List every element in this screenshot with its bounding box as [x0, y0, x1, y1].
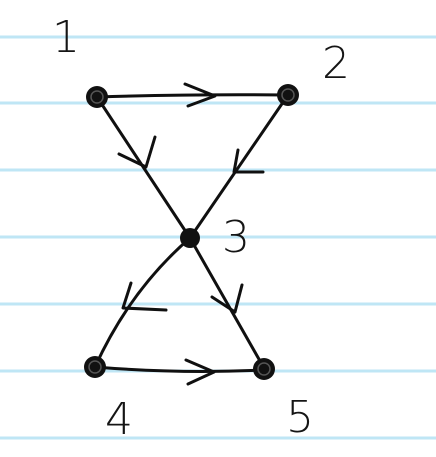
node-1: [86, 86, 108, 108]
node-label-5: 5: [286, 392, 314, 443]
edge-3-5: [188, 236, 266, 370]
node-5: [253, 358, 275, 380]
arrowhead-2-3: [232, 148, 265, 174]
node-ring: [257, 362, 271, 376]
node-label-4: 4: [105, 394, 133, 445]
edge-4-5: [93, 365, 266, 373]
node-label-3: 3: [222, 212, 250, 263]
node-ring: [90, 90, 104, 104]
arrowhead-1-3: [117, 135, 157, 169]
edge-1-3: [95, 95, 192, 240]
node-dot: [84, 356, 106, 378]
arrowhead-1-2: [183, 82, 217, 108]
ruled-lines: [0, 35, 436, 440]
node-3: [180, 228, 200, 248]
nodes: [84, 84, 299, 380]
node-dot: [180, 228, 200, 248]
node-dot: [277, 84, 299, 106]
node-label-1: 1: [52, 12, 80, 63]
node-label-2: 2: [322, 38, 350, 89]
node-dot: [253, 358, 275, 380]
node-labels: 1 2 3 4 5: [52, 12, 350, 445]
arrowhead-4-5: [184, 358, 216, 386]
edges: [93, 82, 290, 386]
arrowhead-3-5: [210, 283, 244, 314]
edge-1-2: [95, 93, 290, 99]
node-dot: [86, 86, 108, 108]
node-ring: [281, 88, 295, 102]
edge-2-3: [188, 93, 290, 240]
node-4: [84, 356, 106, 378]
arrowhead-3-4: [121, 281, 168, 312]
node-2: [277, 84, 299, 106]
edge-3-4: [93, 236, 192, 369]
node-ring: [88, 360, 102, 374]
